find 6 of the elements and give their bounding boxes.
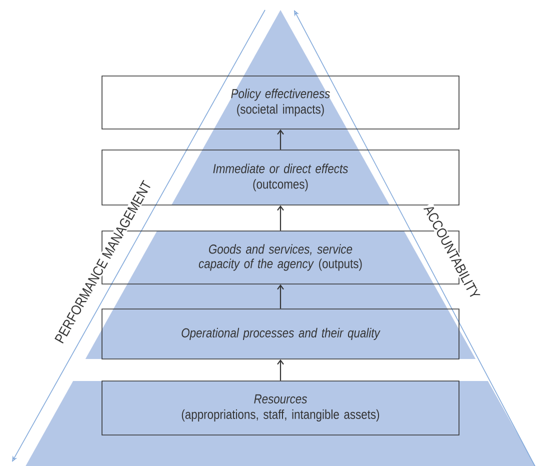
stage-box: Operational processes and their quality — [102, 308, 460, 360]
arrow — [277, 129, 284, 150]
arrow — [277, 359, 284, 381]
arrow — [277, 205, 284, 231]
stage-box: Policy effectiveness (societal impacts) — [102, 76, 460, 130]
arrow — [277, 284, 284, 309]
